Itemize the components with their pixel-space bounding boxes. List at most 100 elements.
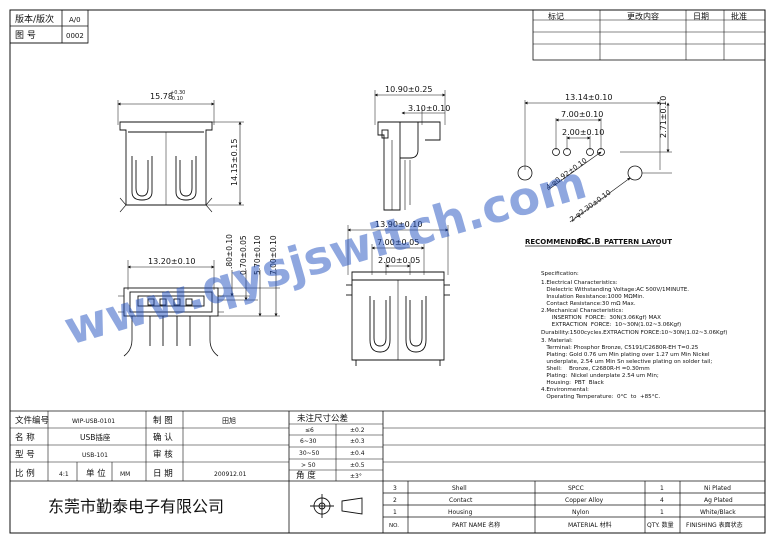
unit-label: 单 位: [86, 468, 106, 479]
dim-front-height: 14.15±0.15: [230, 139, 239, 186]
specification: Specification: 1.Electrical Characterist…: [541, 271, 727, 400]
spec-line: Dielectric Withstanding Voltage:AC 500V/…: [541, 287, 689, 293]
pcb-layout: [517, 100, 672, 223]
front-view: [117, 100, 244, 213]
dim-pcb-w1: 13.14±0.10: [565, 93, 612, 102]
revision-table: 标记 更改内容 日期 批准: [532, 9, 766, 61]
bom-material: Nylon: [572, 509, 589, 516]
angle-label: 角 度: [296, 470, 316, 481]
spec-line: Plating: Gold 0.76 um Min plating over 1…: [541, 352, 710, 358]
dim-front-width-tol-upper: +0.30: [170, 90, 185, 96]
bom-part: Contact: [449, 497, 473, 504]
drawn-value: 田旭: [222, 416, 236, 425]
angle-value: ±3°: [350, 473, 362, 480]
name-value: USB插座: [80, 432, 111, 442]
name-label: 名 称: [15, 432, 35, 443]
bom-finishing: Ni Plated: [704, 485, 731, 492]
bom-no: 3: [393, 485, 397, 492]
bom-header-no: NO.: [389, 523, 399, 529]
date-value: 200912.01: [214, 471, 247, 478]
bom-finishing: Ag Plated: [704, 497, 733, 504]
spec-line: EXTRACTION FORCE: 10~30N(1.02~3.06Kgf): [541, 322, 681, 328]
rear-view: [346, 225, 450, 366]
dim-pcb-w2: 7.00±0.10: [561, 110, 603, 119]
bom-finishing: White/Black: [700, 509, 736, 516]
version-label: 版本/版次: [15, 13, 54, 25]
pcb-title-suffix: PATTERN LAYOUT: [604, 238, 672, 246]
projection-symbol: [310, 494, 363, 518]
dim-rear-w3: 2.00±0.05: [378, 256, 420, 265]
dim-front-width: 15.78: [150, 92, 173, 101]
tol-range: > 50: [301, 462, 316, 469]
bom-material: Copper Alloy: [565, 497, 604, 504]
spec-line: Plating: Nickel underplate 2.54 um Min;: [541, 373, 659, 379]
file-no-label: 文件编号: [15, 415, 49, 426]
dim-bottom-d3: 5.70±0.10: [253, 235, 262, 275]
check-label: 确 认: [153, 432, 173, 443]
pcb-title-highlight: P.C.B: [578, 237, 600, 246]
dim-rear-w2: 7.00±0.05: [377, 238, 419, 247]
rev-header-approve: 批准: [731, 11, 747, 21]
tol-value: ±0.4: [350, 450, 365, 457]
spec-line: Terminal: Phosphor Bronze, C5191/C2680R-…: [541, 345, 699, 351]
bom-no: 1: [393, 509, 397, 516]
tol-value: ±0.3: [350, 438, 365, 445]
dim-pcb-h: 2.71±0.10: [659, 96, 668, 138]
tol-value: ±0.2: [350, 427, 365, 434]
file-no-value: WIP-USB-0101: [72, 418, 115, 425]
unit-value: MM: [120, 471, 130, 478]
version-block: 版本/版次 A/0 图 号 0002: [9, 9, 89, 410]
bom-header-part: PART NAME 名称: [452, 521, 500, 529]
bom-header-finishing: FINISHING 表面状态: [686, 521, 743, 529]
bom-table: [383, 481, 765, 533]
drawing-no-label: 图 号: [15, 30, 36, 41]
bom-header-material: MATERIAL 材料: [568, 521, 612, 529]
dim-pcb-w3: 2.00±0.10: [562, 128, 604, 137]
tolerance-title: 未注尺寸公差: [297, 413, 348, 424]
version-value: A/0: [69, 16, 81, 24]
tol-value: ±0.5: [350, 462, 365, 469]
tol-range: 6~30: [300, 438, 317, 445]
bom-no: 2: [393, 497, 397, 504]
tol-range: 30~50: [299, 450, 319, 457]
spec-line: underplate, 2.54 um Min Sn selective pla…: [541, 359, 712, 365]
side-view: [374, 90, 446, 211]
dim-side-offset: 3.10±0.10: [408, 104, 450, 113]
scale-value: 4:1: [59, 471, 69, 478]
bom-qty: 1: [660, 485, 664, 492]
dim-side-width: 10.90±0.25: [385, 85, 432, 94]
rev-header-mark: 标记: [548, 11, 564, 21]
spec-line: INSERTION FORCE: 30N(3.06Kgf) MAX: [541, 315, 661, 321]
tol-range: ≤6: [305, 427, 314, 434]
rev-header-date: 日期: [693, 12, 709, 21]
end-view: [118, 260, 280, 357]
spec-line: Contact Resistance:30 mΩ Max.: [541, 301, 636, 307]
company-name: 东莞市勤泰电子有限公司: [48, 497, 224, 516]
spec-line: 2.Mechanical Characteristics:: [541, 308, 623, 314]
dim-bottom-width: 13.20±0.10: [148, 257, 195, 266]
bom-qty: 4: [660, 497, 664, 504]
scale-label: 比 例: [15, 468, 35, 479]
bom-part: Housing: [448, 509, 473, 516]
spec-line: Operating Temperature: 0°C to +85°C.: [541, 394, 660, 400]
bom-material: SPCC: [568, 485, 584, 492]
spec-line: Insulation Resistance:1000 MΩMin.: [541, 294, 645, 300]
dim-front-width-tol-lower: -0.10: [170, 96, 183, 102]
dim-rear-w1: 13.90±0.10: [375, 220, 422, 229]
bom-qty: 1: [660, 509, 664, 516]
dim-bottom-d2: 0.70±0.05: [239, 235, 248, 275]
spec-line: Shell: Bronze, C2680R-H =0.30mm: [541, 366, 650, 372]
drawn-label: 制 图: [153, 415, 173, 426]
spec-line: 4.Environmental:: [541, 387, 589, 393]
pcb-title-prefix: RECOMMENDED: [525, 238, 587, 246]
rev-header-content: 更改内容: [627, 11, 659, 21]
dim-bottom-d4: 7.00±0.10: [269, 235, 278, 275]
watermark: www.qysjswitch.com: [58, 155, 592, 356]
info-block: [10, 410, 765, 533]
model-label: 型 号: [15, 450, 35, 460]
spec-line: Housing: PBT Black: [541, 380, 605, 386]
spec-line: 1.Electrical Characteristics:: [541, 280, 618, 286]
bom-part: Shell: [452, 485, 467, 492]
